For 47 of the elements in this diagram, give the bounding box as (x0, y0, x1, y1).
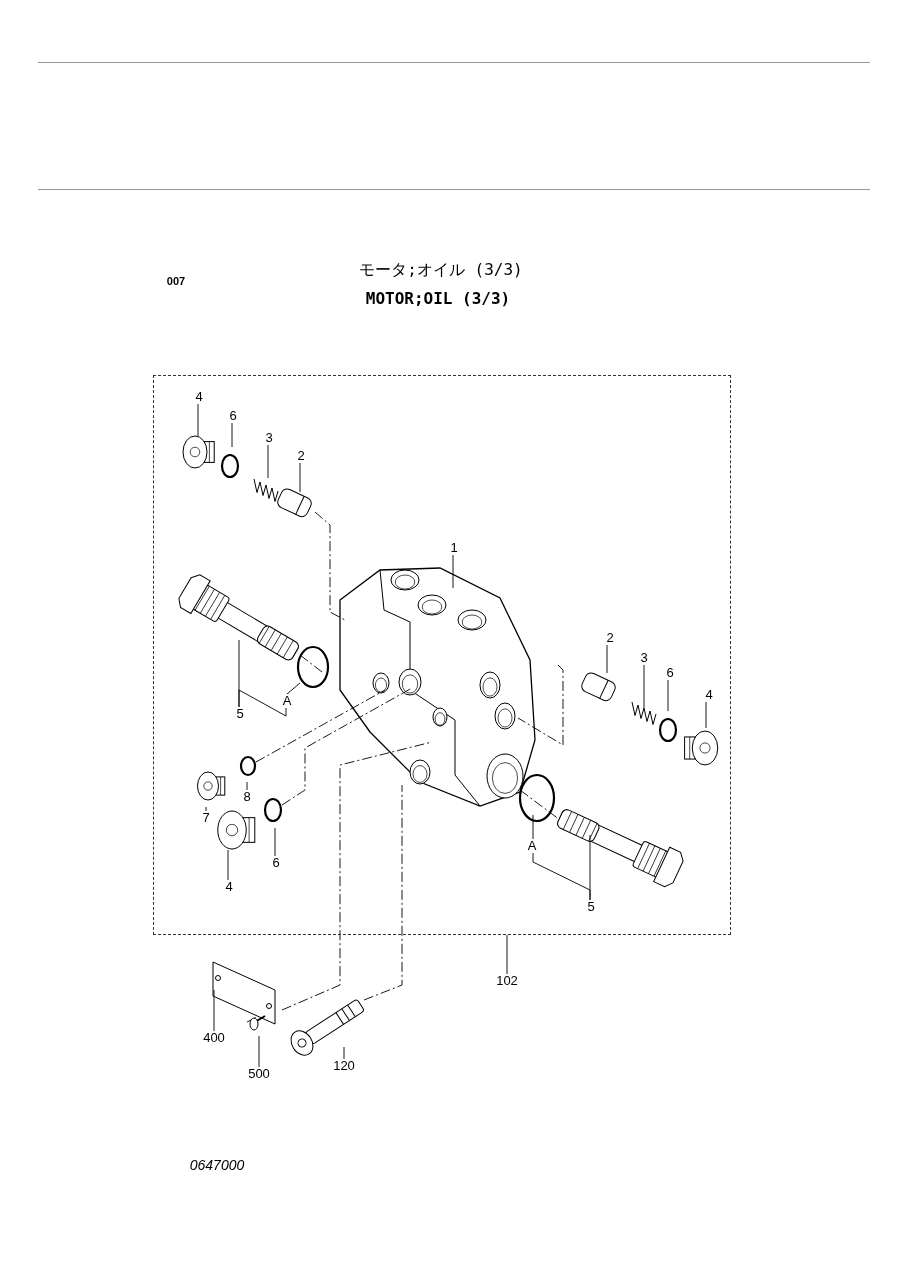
page-code: 007 (166, 275, 186, 287)
leader-line (343, 1046, 345, 1060)
leader-line (532, 814, 534, 840)
callout-number: 3 (640, 651, 648, 665)
leader-line (452, 554, 454, 589)
callout-number: 4 (195, 390, 203, 404)
drawing-number: 0647000 (189, 1157, 245, 1173)
callout-number: 8 (243, 790, 251, 804)
callout-number: 3 (265, 431, 273, 445)
leader-line (238, 689, 287, 717)
callout-number: 120 (333, 1059, 355, 1073)
leader-line (606, 644, 608, 674)
callout-number: 500 (248, 1067, 270, 1081)
leader-line (705, 701, 707, 729)
leader-line (532, 852, 591, 901)
callout-number: 1 (450, 541, 458, 555)
heading-text: MOTOR;OIL (3/3) (365, 288, 511, 308)
leader-line (227, 849, 229, 881)
callout-number: 4 (705, 688, 713, 702)
heading-text: モータ;オイル (3/3) (359, 259, 523, 281)
leader-line (246, 781, 248, 791)
callout-number: A (282, 694, 292, 708)
leader-line (258, 1035, 260, 1068)
callout-number: 7 (202, 811, 210, 825)
callout-number: A (527, 839, 537, 853)
leader-line (286, 682, 301, 695)
callout-number: 2 (297, 449, 305, 463)
leader-line (197, 403, 199, 437)
callout-number: 6 (229, 409, 237, 423)
leader-line (267, 444, 269, 479)
leader-line (667, 679, 669, 712)
callout-number: 6 (272, 856, 280, 870)
leader-line (643, 664, 645, 709)
leader-line (231, 422, 233, 448)
dashed-frame (153, 375, 731, 935)
callout-number: 6 (666, 666, 674, 680)
callout-number: 4 (225, 880, 233, 894)
leader-line (213, 989, 215, 1032)
callout-number: 400 (203, 1031, 225, 1045)
leader-line (506, 934, 508, 975)
callout-number: 102 (496, 974, 518, 988)
callout-number: 5 (236, 707, 244, 721)
callout-number: 5 (587, 900, 595, 914)
callout-number: 2 (606, 631, 614, 645)
leader-line (299, 462, 301, 493)
leader-line (205, 806, 207, 812)
leader-line (274, 827, 276, 857)
